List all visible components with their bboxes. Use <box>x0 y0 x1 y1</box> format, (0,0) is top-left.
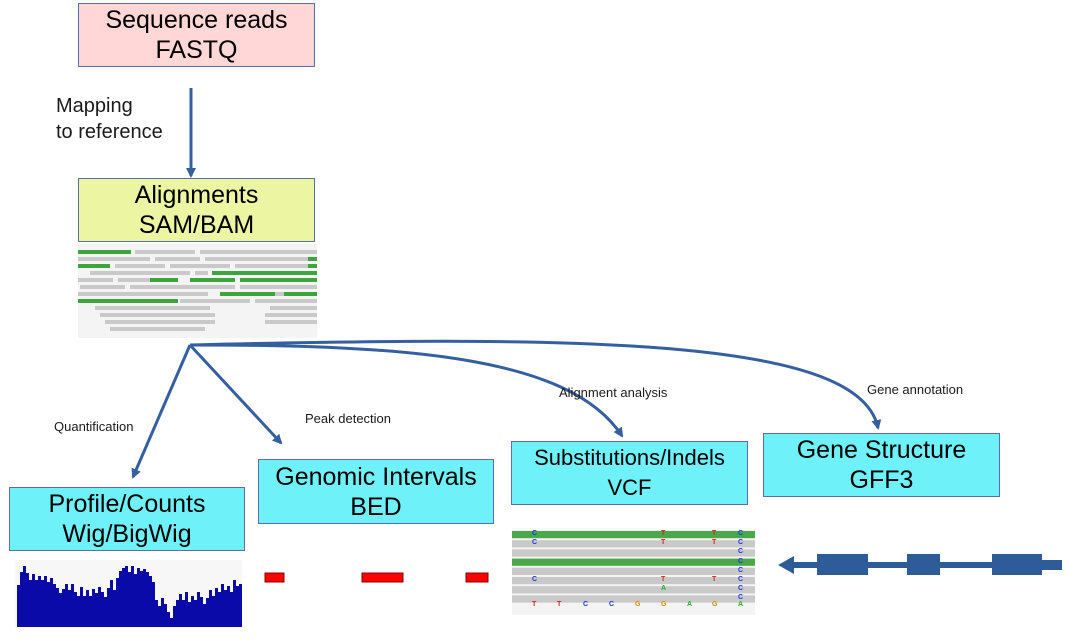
node-title: Sequence reads <box>105 6 288 34</box>
exon <box>992 554 1042 575</box>
edge-label-quantification: Quantification <box>54 419 134 434</box>
node-title: Profile/Counts <box>48 490 206 518</box>
alignment-pileup <box>78 244 317 338</box>
edge-label-alignment-analysis: Alignment analysis <box>559 385 668 400</box>
node-title: Gene Structure <box>796 436 967 464</box>
node-format: Wig/BigWig <box>62 520 192 548</box>
variant-snippet <box>512 530 755 615</box>
node-gene-structure: Gene Structure GFF3 <box>763 433 1000 497</box>
edge-label-line: to reference <box>56 121 163 143</box>
variant-read <box>512 558 755 566</box>
interval-feature <box>361 572 404 583</box>
edge-label-mapping: Mapping to reference <box>56 93 163 145</box>
edge-label-gene-annotation: Gene annotation <box>867 382 964 397</box>
arrow-alignment-analysis <box>189 343 624 438</box>
interval-feature <box>465 572 489 583</box>
node-title: Genomic Intervals <box>275 462 477 491</box>
variant-read <box>512 567 755 575</box>
bed-intervals <box>264 572 489 583</box>
node-format: VCF <box>607 475 652 500</box>
node-format: SAM/BAM <box>138 211 255 239</box>
node-alignments: Alignments SAM/BAM <box>78 178 315 242</box>
variant-read <box>512 586 755 594</box>
coverage-profile <box>15 560 242 627</box>
variant-read <box>512 549 755 557</box>
arrow-quantification <box>131 344 192 479</box>
variant-read <box>512 595 755 603</box>
node-format: BED <box>350 492 402 521</box>
edge-label-peak-detection: Peak detection <box>305 411 392 426</box>
node-profile-counts: Profile/Counts Wig/BigWig <box>9 487 245 551</box>
node-substitutions-indels: Substitutions/Indels VCF <box>511 441 748 505</box>
node-format: GFF3 <box>849 466 914 494</box>
node-title: Substitutions/Indels <box>534 445 725 470</box>
edge-label-line: Mapping <box>56 95 133 117</box>
variant-read <box>512 540 755 548</box>
node-title: Alignments <box>134 181 259 209</box>
interval-feature <box>264 572 285 583</box>
variant-read <box>512 577 755 585</box>
variant-read <box>512 531 755 539</box>
arrow-peak-detection <box>188 343 283 445</box>
node-genomic-intervals: Genomic Intervals BED <box>258 459 494 524</box>
arrow-gene-annotation <box>189 339 882 430</box>
gene-model <box>778 554 1062 575</box>
node-sequence-reads: Sequence reads FASTQ <box>78 3 315 67</box>
exon <box>817 554 868 575</box>
exon <box>907 554 940 575</box>
node-format: FASTQ <box>155 36 238 64</box>
